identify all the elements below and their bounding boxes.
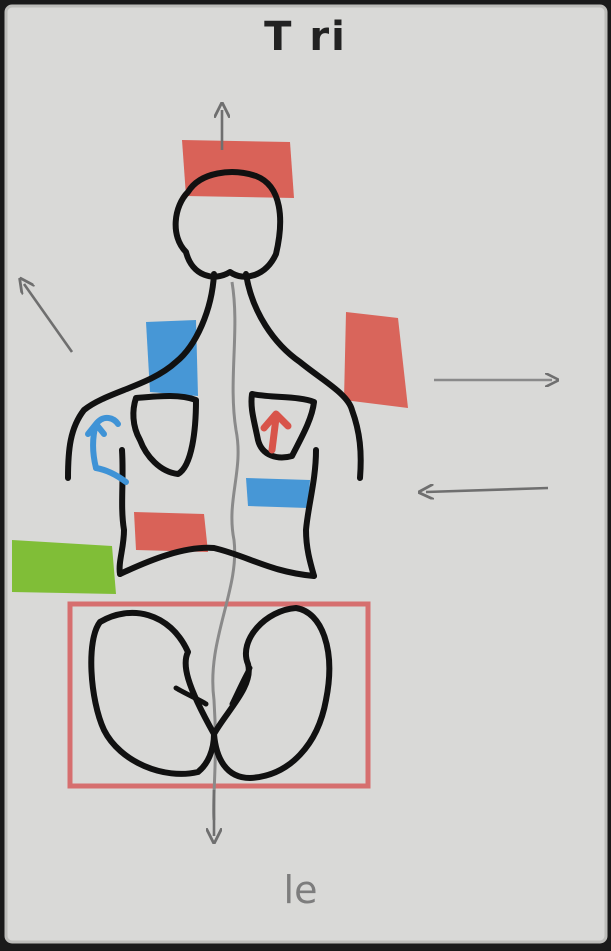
- bottom-label: le: [0, 868, 611, 912]
- left-blue-block: [146, 320, 198, 396]
- top-label: T ri: [0, 14, 611, 60]
- paper-background: [6, 6, 606, 942]
- right-blue-block: [246, 478, 310, 508]
- hip-green-block: [12, 540, 116, 594]
- head-red-block: [182, 140, 294, 198]
- shoulder-red-block: [344, 312, 408, 408]
- torso-left-side: [120, 450, 124, 574]
